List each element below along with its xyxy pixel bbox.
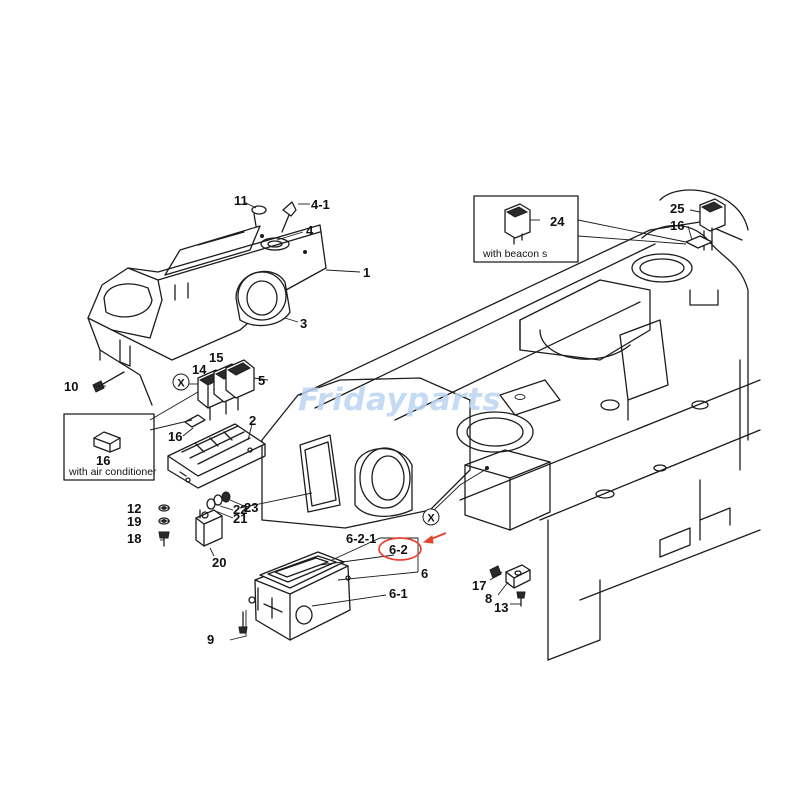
label-part-15: 15 <box>209 350 223 365</box>
air-box-part-6 <box>248 551 351 641</box>
label-part-14: 14 <box>192 362 207 377</box>
label-part-4-1: 4-1 <box>311 197 330 212</box>
bolt-part-13 <box>516 591 526 607</box>
machine-frame <box>261 189 761 661</box>
label-part-6-1: 6-1 <box>389 586 408 601</box>
relay-part-20 <box>195 509 223 547</box>
label-part-12: 12 <box>127 501 141 516</box>
panel-plate-part-2 <box>167 414 266 489</box>
switch-group <box>197 359 255 421</box>
label-part-3: 3 <box>300 316 307 331</box>
console-cover-part-1 <box>87 224 327 406</box>
label-part-16-right: 16 <box>670 218 684 233</box>
label-part-6-2-1: 6-2-1 <box>346 531 376 546</box>
label-part-13: 13 <box>494 600 508 615</box>
label-part-10: 10 <box>64 379 78 394</box>
cover-part-16-right <box>685 235 713 249</box>
label-part-18: 18 <box>127 531 141 546</box>
caption-beacon: with beacon s <box>482 248 547 260</box>
washers-parts-21-23 <box>206 491 231 510</box>
label-part-22: 22 <box>233 502 247 517</box>
label-part-16-inset: 16 <box>96 453 110 468</box>
label-part-19: 19 <box>127 514 141 529</box>
label-part-9: 9 <box>207 632 214 647</box>
key-part-4-1 <box>281 201 297 233</box>
x-marker-left: X <box>172 373 190 391</box>
label-part-23: 23 <box>244 500 258 515</box>
highlight-marker <box>378 532 447 561</box>
label-part-17: 17 <box>472 578 486 593</box>
part-labels: 11 4-1 4 1 3 10 14 15 5 2 16 16 12 19 18… <box>64 193 684 647</box>
leader-lines <box>93 201 701 641</box>
label-part-4: 4 <box>306 223 314 238</box>
label-part-2: 2 <box>249 413 256 428</box>
label-part-21: 21 <box>233 511 247 526</box>
bracket-part-8 <box>505 564 531 589</box>
label-part-25: 25 <box>670 201 684 216</box>
label-part-6: 6 <box>421 566 428 581</box>
label-part-6-2: 6-2 <box>389 542 408 557</box>
watermark-text: Fridayparts <box>298 382 501 418</box>
label-part-24: 24 <box>550 214 565 229</box>
x-marker-left-label: X <box>177 378 185 390</box>
air-conditioner-inset <box>63 413 155 481</box>
label-part-8: 8 <box>485 591 492 606</box>
caption-air-conditioner: with air conditioner <box>68 466 157 478</box>
bolt-part-10 <box>92 371 125 393</box>
label-part-20: 20 <box>212 555 226 570</box>
beacon-inset <box>473 195 579 263</box>
label-part-1: 1 <box>363 265 370 280</box>
x-marker-center: X <box>422 508 440 526</box>
label-part-16-left: 16 <box>168 429 182 444</box>
switch-part-25 <box>699 198 726 251</box>
label-part-11: 11 <box>234 193 248 208</box>
x-marker-center-label: X <box>427 513 435 525</box>
knob-part-11 <box>251 205 267 227</box>
label-part-5: 5 <box>258 373 265 388</box>
